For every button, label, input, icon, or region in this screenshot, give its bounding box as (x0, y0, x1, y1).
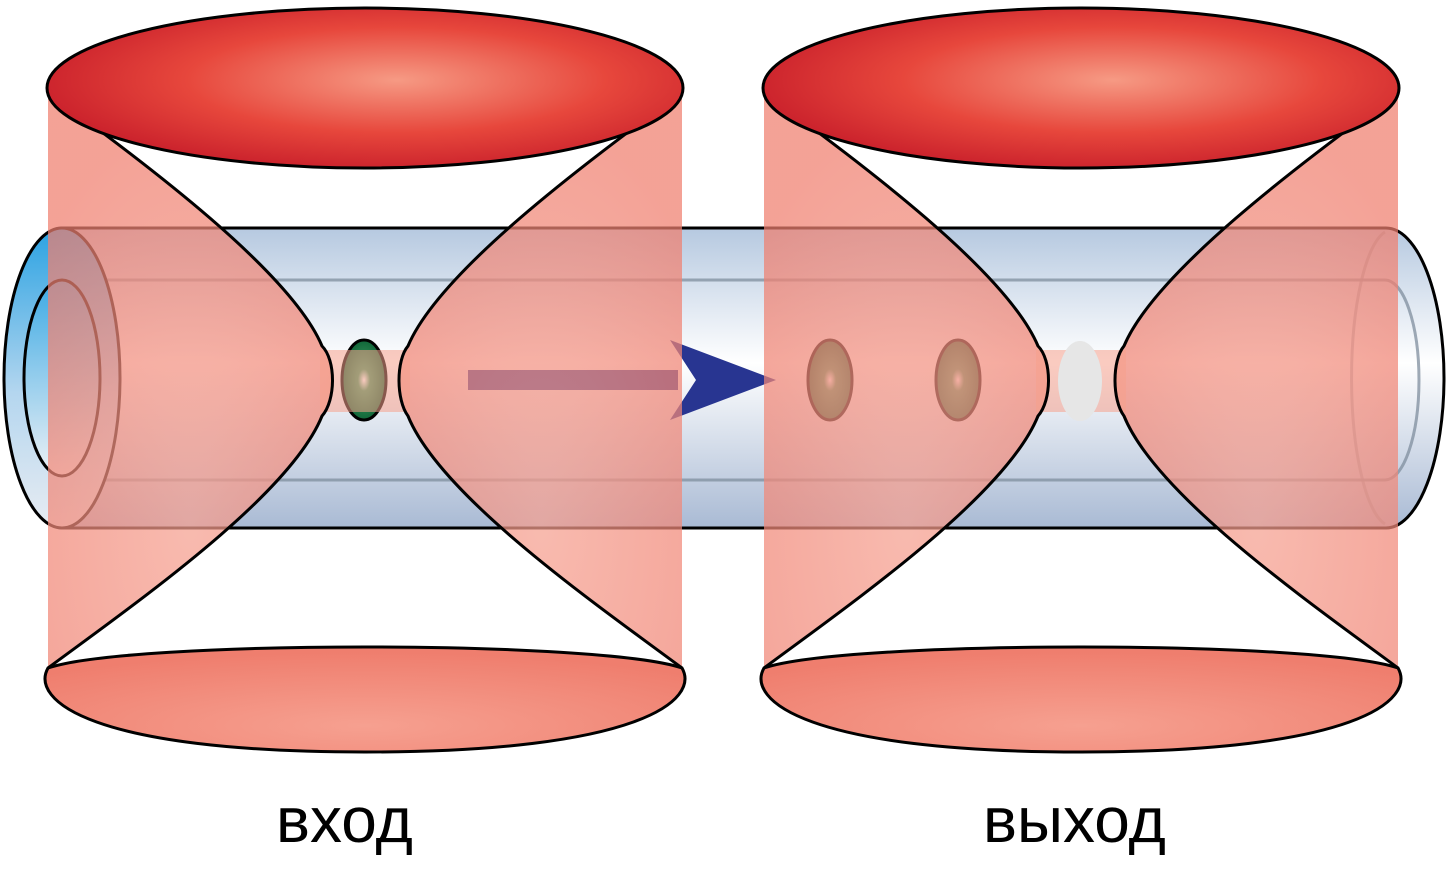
output-laser-beam (759, 6, 1403, 754)
input-label: вход (276, 784, 413, 856)
output-beam-bottom-rim (759, 645, 1403, 754)
output-label: выход (983, 784, 1166, 856)
input-beam-top-disc (45, 6, 685, 170)
output-beam-top-disc (761, 6, 1401, 170)
input-laser-beam (43, 6, 687, 754)
input-beam-bottom-rim (43, 645, 687, 754)
empty-trap-spot-highlight (1058, 341, 1102, 421)
